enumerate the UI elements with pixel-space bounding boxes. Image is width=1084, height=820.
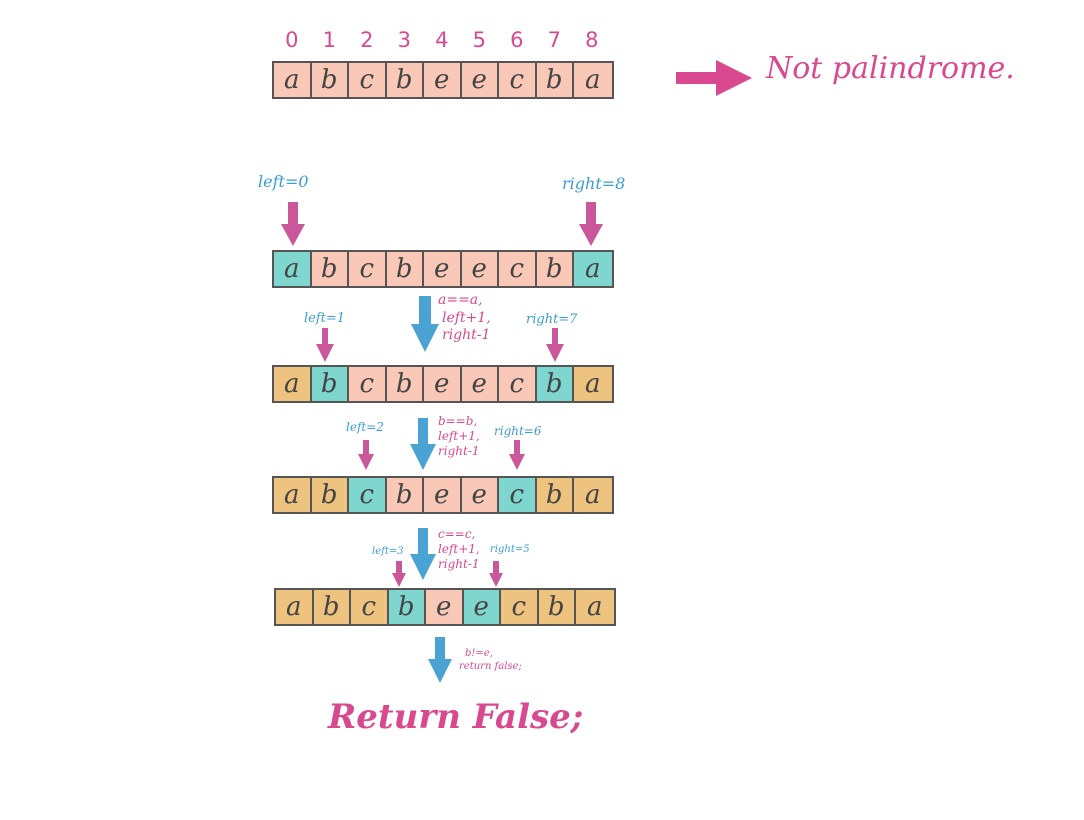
step-note: c==c, left+1, right-1 — [438, 527, 480, 572]
note-line: left+1, — [442, 309, 491, 326]
array-cell: b — [311, 252, 349, 286]
array-cell: b — [311, 63, 349, 97]
left-pointer-label: left=0 — [258, 172, 309, 191]
note-line: c==c, — [438, 527, 476, 541]
left-pointer-arrow-icon — [281, 202, 305, 246]
final-note: b!=e, return false; — [459, 648, 522, 673]
array-cell: a — [574, 63, 612, 97]
array-cell: e — [424, 367, 462, 401]
note-line: left+1, — [438, 429, 480, 443]
array-cell: b — [311, 478, 349, 512]
index-label: 5 — [472, 28, 486, 52]
array-cell: b — [386, 478, 424, 512]
array-cell: a — [574, 478, 612, 512]
note-line: return false; — [459, 660, 522, 672]
verdict-arrow-icon — [676, 60, 752, 96]
right-pointer-label: right=7 — [526, 312, 578, 327]
array-cell: b — [536, 478, 574, 512]
step-note: a==a, left+1, right-1 — [438, 292, 491, 345]
array-cell: b — [536, 63, 574, 97]
left-pointer-label: left=1 — [304, 311, 346, 326]
result-text: Return False; — [328, 697, 584, 737]
array-cell: c — [351, 590, 389, 624]
array-cell: b — [536, 252, 574, 286]
array-cell: b — [388, 590, 426, 624]
array-cell: e — [424, 252, 462, 286]
array-cell: c — [349, 478, 387, 512]
left-pointer-arrow-icon — [358, 440, 374, 470]
array-cell: b — [536, 367, 574, 401]
note-line: right-1 — [442, 327, 491, 343]
left-pointer-arrow-icon — [316, 328, 334, 362]
array-cell: e — [463, 590, 501, 624]
array-cell: b — [386, 63, 424, 97]
index-label: 7 — [547, 28, 561, 52]
right-pointer-label: right=8 — [562, 174, 626, 193]
array-cell: c — [499, 478, 537, 512]
array-cell: b — [313, 590, 351, 624]
index-label: 4 — [435, 28, 449, 52]
final-down-arrow-icon — [428, 637, 452, 683]
array-cell: e — [424, 63, 462, 97]
index-label: 1 — [322, 28, 336, 52]
index-label: 0 — [285, 28, 299, 52]
right-pointer-arrow-icon — [546, 328, 564, 362]
index-label: 6 — [510, 28, 524, 52]
right-pointer-arrow-icon — [489, 561, 503, 587]
array-cell: b — [538, 590, 576, 624]
array-cell: a — [276, 590, 314, 624]
array-cell: b — [386, 367, 424, 401]
index-label: 8 — [585, 28, 599, 52]
left-pointer-arrow-icon — [392, 561, 406, 587]
array-cell: c — [499, 63, 537, 97]
step-down-arrow-icon — [410, 418, 436, 470]
array-cell: a — [574, 252, 612, 286]
note-line: left+1, — [438, 542, 480, 556]
array-cell: b — [311, 367, 349, 401]
index-label: 2 — [360, 28, 374, 52]
note-line: b!=e, — [465, 648, 493, 659]
array-cell: c — [349, 63, 387, 97]
array-cell: a — [274, 63, 312, 97]
index-row: 0 1 2 3 4 5 6 7 8 — [273, 28, 611, 52]
array-cell: c — [349, 252, 387, 286]
left-pointer-label: left=3 — [372, 546, 404, 557]
left-pointer-label: left=2 — [346, 420, 384, 434]
index-label: 3 — [397, 28, 411, 52]
note-line: right-1 — [438, 444, 480, 458]
array-cell: a — [574, 367, 612, 401]
right-pointer-label: right=6 — [494, 424, 542, 438]
array-cell: a — [576, 590, 614, 624]
array-cell: e — [461, 367, 499, 401]
step-note: b==b, left+1, right-1 — [438, 414, 480, 459]
array-cell: c — [501, 590, 539, 624]
array-cell: c — [499, 367, 537, 401]
step-down-arrow-icon — [411, 296, 439, 352]
array-cell: a — [274, 252, 312, 286]
array-cell: a — [274, 478, 312, 512]
verdict-text: Not palindrome. — [766, 51, 1015, 86]
array-cell: e — [424, 478, 462, 512]
right-pointer-arrow-icon — [579, 202, 603, 246]
array-cell: c — [499, 252, 537, 286]
array-cell: c — [349, 367, 387, 401]
note-line: b==b, — [438, 414, 478, 428]
array-cell: e — [426, 590, 464, 624]
array-cell: e — [461, 63, 499, 97]
note-line: a==a, — [438, 292, 483, 308]
note-line: right-1 — [438, 557, 480, 571]
array-cell: b — [386, 252, 424, 286]
step-down-arrow-icon — [410, 528, 436, 580]
array-cell: e — [461, 478, 499, 512]
array-cell: a — [274, 367, 312, 401]
right-pointer-arrow-icon — [509, 440, 525, 470]
right-pointer-label: right=5 — [490, 544, 530, 555]
array-cell: e — [461, 252, 499, 286]
